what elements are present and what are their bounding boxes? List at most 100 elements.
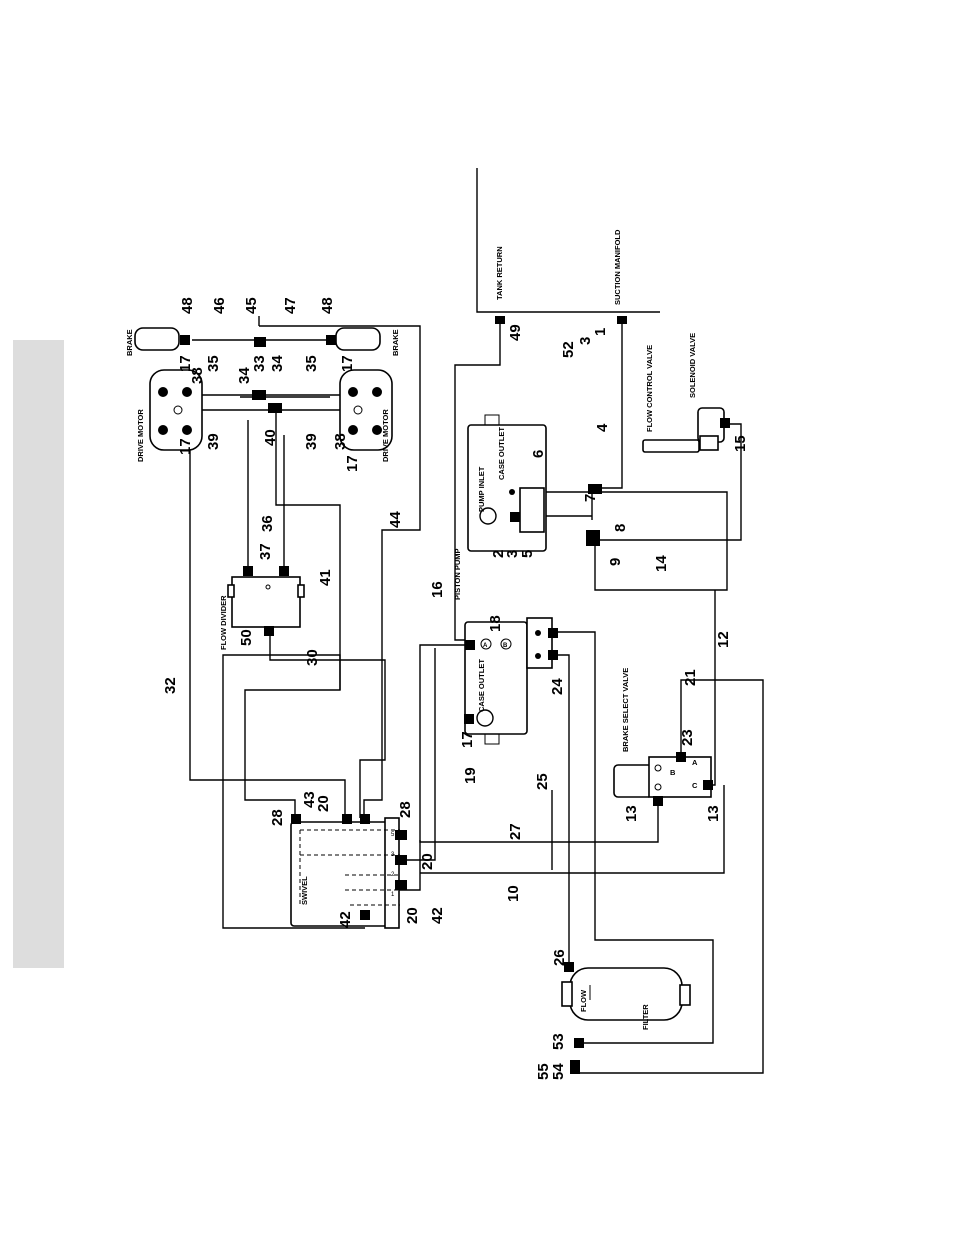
callout-47: 47 [282,297,299,314]
callout-32: 32 [162,677,179,694]
callout-48a: 48 [179,297,196,314]
tank-return-label: TANK RETURN [495,246,504,300]
swivel: SWIVEL 1 2 3 5 [290,817,400,929]
callout-17a: 17 [177,355,194,372]
callout-10: 10 [505,885,522,902]
callout-18: 18 [487,615,504,632]
solenoid-valve-label: SOLENOID VALVE [688,333,697,398]
callout-8: 8 [612,524,629,532]
callout-20c: 20 [404,907,421,924]
brake-select-valve: B A C BRAKE SELECT VALVE [613,668,712,798]
callout-27: 27 [507,823,524,840]
swivel-port-3: 3 [391,852,395,858]
callout-50: 50 [238,629,255,646]
callout-44: 44 [387,511,404,528]
callout-14: 14 [653,555,670,572]
callout-34a: 34 [236,367,253,384]
callout-55: 55 [535,1063,552,1080]
callout-17b: 17 [177,438,194,455]
callout-40: 40 [262,429,279,446]
callout-53: 53 [550,1033,567,1050]
callout-9: 9 [607,558,624,566]
page-edge-tab [13,340,64,968]
pump-inlet-label: PUMP INLET [477,466,486,512]
swivel-port-5: 5 [391,832,395,838]
callout-3a: 3 [577,337,594,345]
pump-port-b-label: B [503,643,508,649]
fittings [180,316,730,1074]
callout-7: 7 [582,494,599,502]
filter: FLOW FILTER [561,967,691,1030]
brake-top-label: BRAKE [125,329,134,356]
callout-36: 36 [259,515,276,532]
swivel-label: SWIVEL [300,876,309,905]
callout-45: 45 [243,297,260,314]
flow-control-valve: FLOW CONTROL VALVE [642,345,700,453]
flow-control-valve-label: FLOW CONTROL VALVE [645,345,654,432]
callout-23: 23 [679,729,696,746]
callout-17d: 17 [344,455,361,472]
callout-41: 41 [317,569,334,586]
callout-1: 1 [592,328,609,336]
callout-43: 43 [301,791,318,808]
callout-15: 15 [732,435,749,452]
callout-13a: 13 [623,805,640,822]
suction-manifold-label: SUCTION MANIFOLD [613,229,622,305]
callout-21: 21 [682,669,699,686]
callout-37: 37 [257,543,274,560]
callout-33: 33 [251,355,268,372]
flow-divider: FLOW DIVIDER [219,576,305,650]
callout-28b: 28 [397,801,414,818]
callout-42b: 42 [337,911,354,928]
piston-pump-label: PISTON PUMP [453,548,462,600]
callout-38b: 38 [332,433,349,450]
callout-39b: 39 [303,433,320,450]
callout-48b: 48 [319,297,336,314]
callout-20a: 20 [315,795,332,812]
drive-motor-bottom: DRIVE MOTOR [339,369,393,462]
callout-20b: 20 [419,853,436,870]
callout-52: 52 [560,341,577,358]
valve-port-b: B [670,768,676,777]
brake-select-valve-label: BRAKE SELECT VALVE [621,668,630,752]
hose-lines [189,168,764,1074]
callout-6: 6 [530,450,547,458]
callout-54: 54 [550,1063,567,1080]
callout-42a: 42 [429,907,446,924]
callout-2: 2 [490,550,507,558]
drive-motor-bottom-label: DRIVE MOTOR [381,409,390,462]
callout-49: 49 [507,324,524,341]
charge-pump: PUMP INLET CASE OUTLET [467,414,547,552]
brake-bottom: BRAKE [335,327,400,356]
callout-39a: 39 [205,433,222,450]
callout-4: 4 [594,423,611,432]
filter-label: FILTER [641,1004,650,1030]
callout-3b: 3 [504,550,521,558]
valve-port-a: A [692,758,698,767]
callout-13b: 13 [705,805,722,822]
callout-25: 25 [534,773,551,790]
swivel-port-2: 2 [391,872,395,878]
piston-pump: A B PISTON PUMP CASE OUTLET [453,548,553,745]
callout-34b: 34 [269,355,286,372]
solenoid-valve: SOLENOID VALVE [688,333,725,451]
drive-motor-top-label: DRIVE MOTOR [136,409,145,462]
pump-case-outlet-label: CASE OUTLET [477,659,486,712]
case-outlet-label: CASE OUTLET [497,427,506,480]
callout-35b: 35 [303,355,320,372]
valve-port-c: C [692,781,698,790]
callout-5: 5 [519,550,536,558]
drive-motor-top: DRIVE MOTOR [136,369,203,462]
callout-38a: 38 [189,367,206,384]
brake-top: BRAKE [125,327,180,356]
flow-divider-label: FLOW DIVIDER [219,595,228,650]
swivel-port-1: 1 [391,892,395,898]
callout-24: 24 [549,678,566,695]
flow-label: FLOW [579,989,588,1012]
callout-16: 16 [429,581,446,598]
callout-35a: 35 [205,355,222,372]
callout-17e: 17 [459,731,476,748]
callouts: 49 52 3 1 4 15 6 7 8 9 14 2 3 5 16 18 17… [162,297,749,1080]
callout-46: 46 [211,297,228,314]
